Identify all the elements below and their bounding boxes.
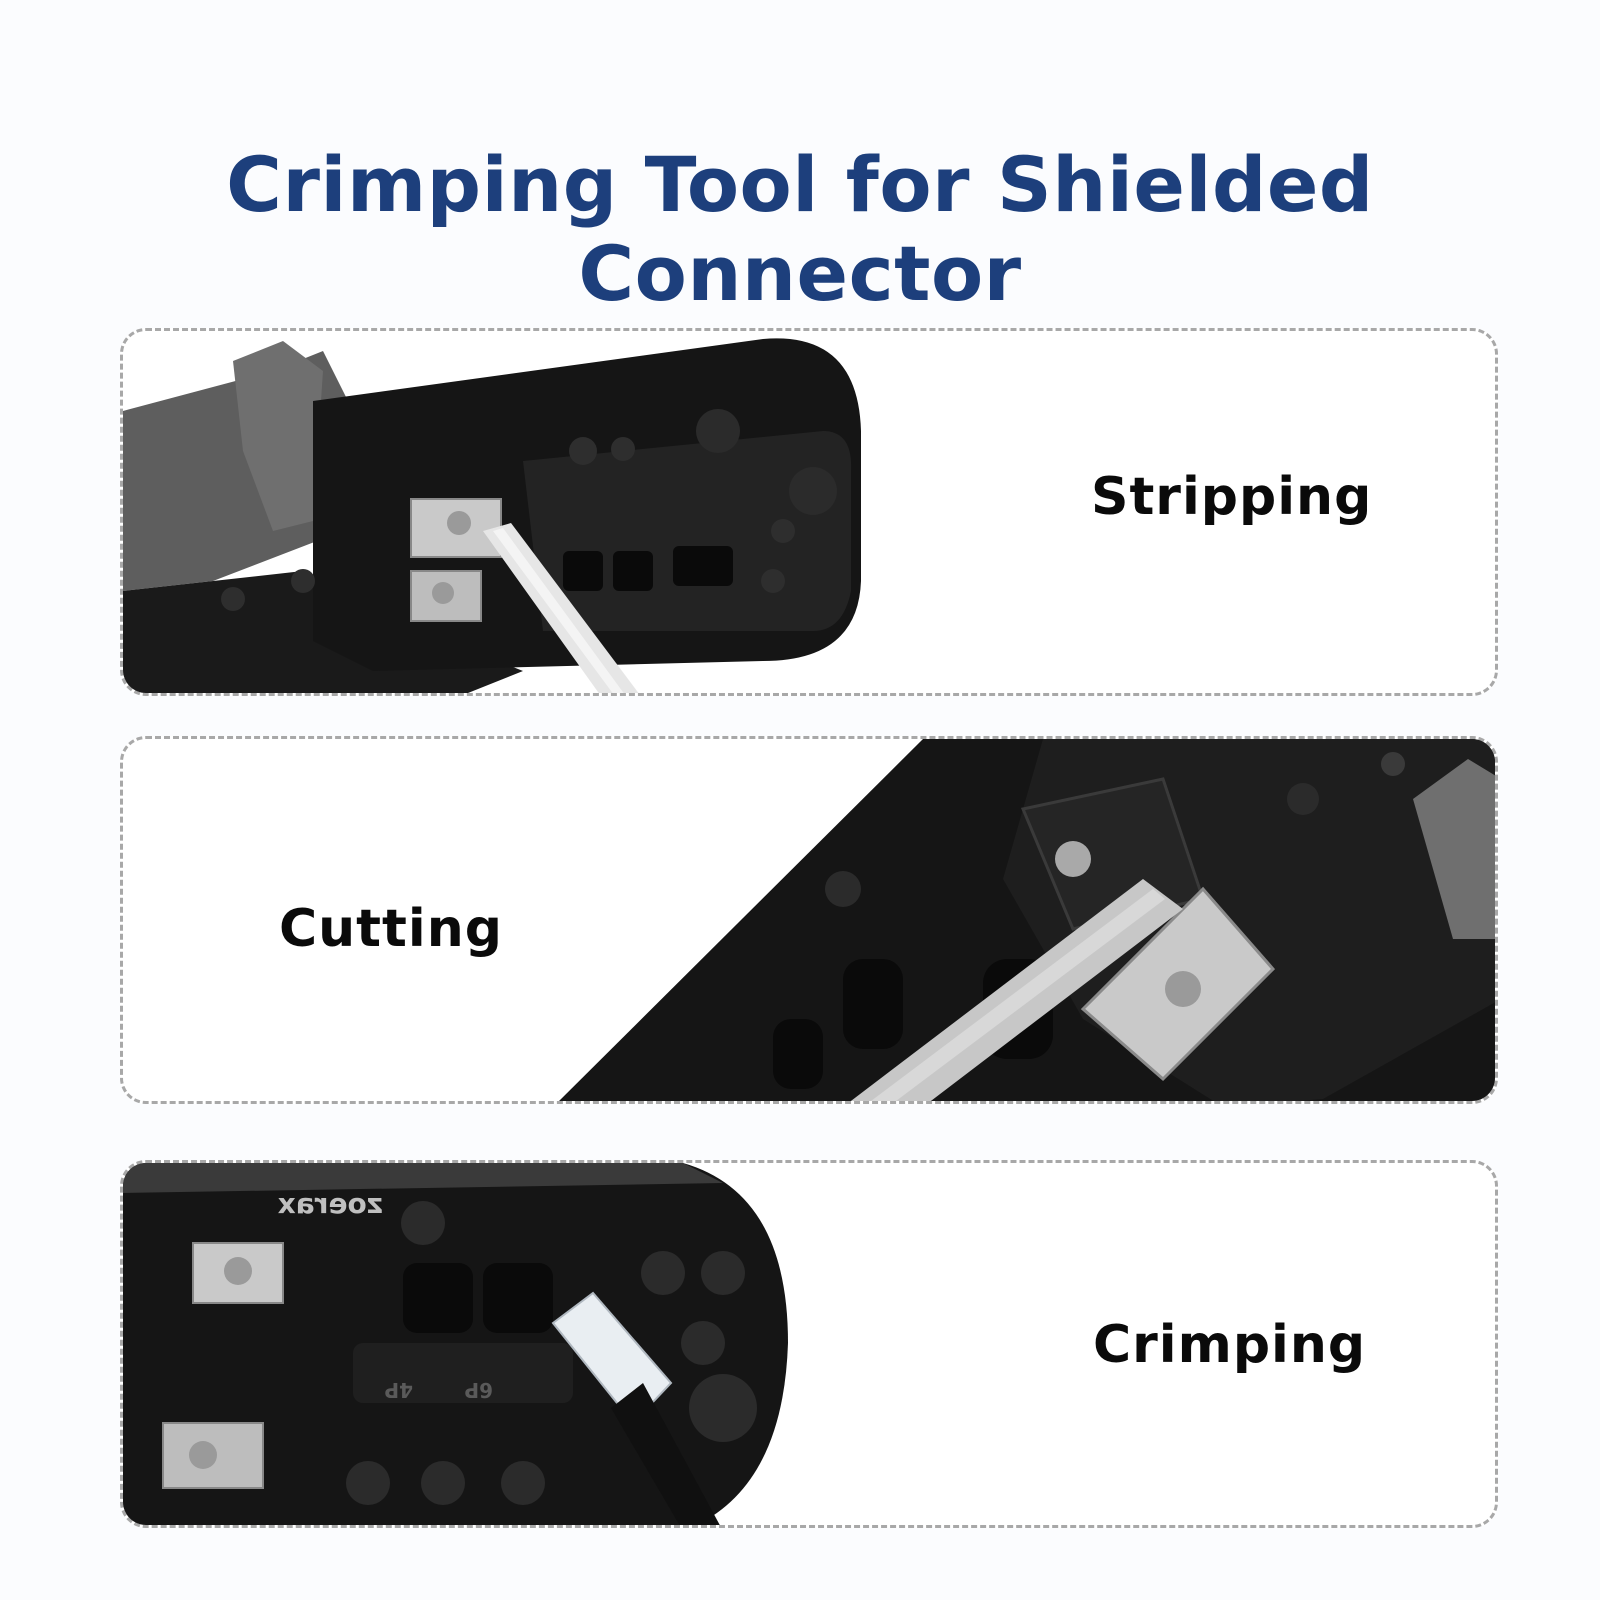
crimper-stripping-blade-icon (123, 338, 861, 693)
crimper-rj45-die-icon: 4P 6P zoerax (123, 1163, 788, 1525)
cutting-label: Cutting (279, 899, 503, 959)
crimper-cutting-blade-icon (559, 739, 1495, 1101)
crimping-label: Crimping (1093, 1315, 1367, 1375)
die-label-4p: 4P (384, 1378, 413, 1402)
crimping-panel: 4P 6P zoerax Crimping (120, 1160, 1498, 1528)
stripping-panel: Stripping (120, 328, 1498, 696)
brand-logo: zoerax (278, 1187, 383, 1220)
cutting-panel: Cutting (120, 736, 1498, 1104)
stripping-label: Stripping (1091, 467, 1373, 527)
die-label-6p: 6P (464, 1378, 493, 1402)
page-title: Crimping Tool for Shielded Connector (226, 140, 1374, 318)
